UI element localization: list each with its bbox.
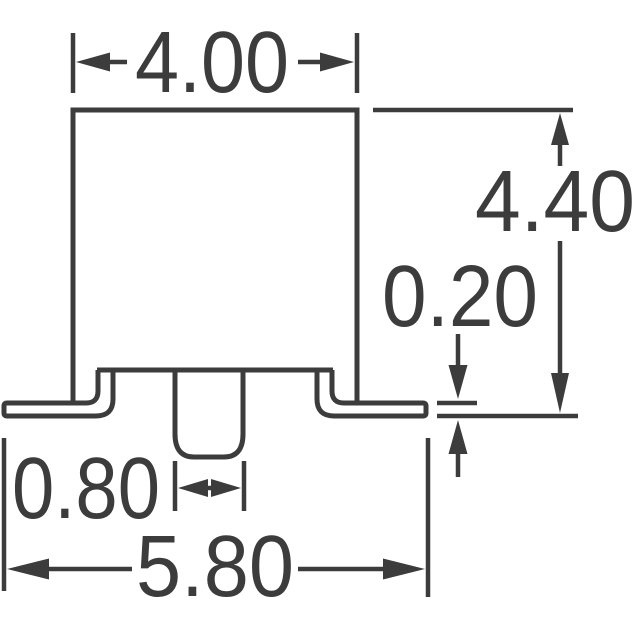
dim-body-width: 4.00 [70,14,360,111]
package-body-outline [70,107,360,404]
dim-label-body-width: 4.00 [135,14,289,111]
right-lead-outline [314,370,429,419]
dim-overall-height-arrow-down-icon [551,373,569,413]
dim-overall-height-arrow-up-icon [551,113,569,145]
dim-lead-thickness: 0.20 [382,248,578,477]
dim-label-lead-thickness: 0.20 [382,248,538,345]
dim-overall-height: 4.40 [373,107,635,413]
dim-body-width-arrow-left-icon [76,52,110,72]
left-lead-outline [1,370,116,419]
dim-body-width-arrow-right-icon [320,52,354,72]
center-post-outline [172,370,246,460]
dim-post-width-arrow-right-icon [211,479,241,497]
dim-lead-thickness-arrow-down-icon [448,365,468,399]
dim-label-overall-height: 4.40 [475,153,635,250]
dim-overall-width: 5.80 [1,438,431,615]
component-outline [1,107,429,460]
dim-post-width-arrow-left-icon [178,479,208,497]
dim-label-post-width: 0.80 [12,440,160,537]
dim-overall-width-arrow-right-icon [383,558,425,580]
dim-post-width: 0.80 [12,440,247,537]
dim-overall-width-arrow-left-icon [7,558,49,580]
dim-label-overall-width: 5.80 [136,518,294,615]
dim-lead-thickness-arrow-up-icon [448,420,468,454]
